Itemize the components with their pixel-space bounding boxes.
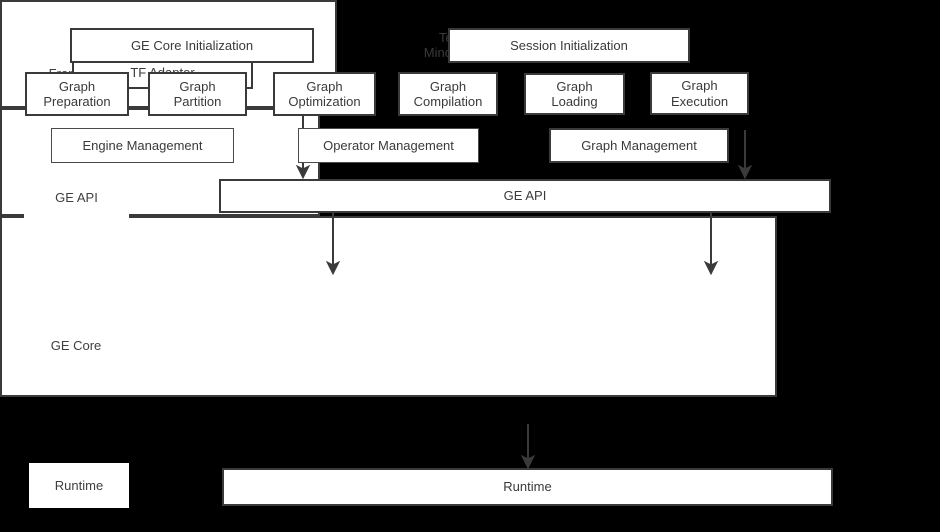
session-initialization-node[interactable]: Session Initialization: [448, 28, 690, 63]
ge-api-bar[interactable]: GE API: [219, 179, 831, 213]
operator-management-node[interactable]: Operator Management: [298, 128, 479, 163]
runtime-bar[interactable]: Runtime: [222, 468, 833, 506]
engine-management-node[interactable]: Engine Management: [51, 128, 234, 163]
layer-label-ge-api: GE API: [24, 175, 129, 220]
layer-label-runtime: Runtime: [29, 463, 129, 508]
graph-loading-node[interactable]: Graph Loading: [524, 73, 625, 115]
ge-core-initialization-node[interactable]: GE Core Initialization: [70, 28, 314, 63]
graph-preparation-node[interactable]: Graph Preparation: [25, 72, 129, 116]
graph-compilation-node[interactable]: Graph Compilation: [398, 72, 498, 116]
graph-management-node[interactable]: Graph Management: [549, 128, 729, 163]
graph-execution-node[interactable]: Graph Execution: [650, 72, 749, 115]
ge-core-container: GE Core Initialization Session Initializ…: [0, 28, 777, 397]
graph-optimization-node[interactable]: Graph Optimization: [273, 72, 376, 116]
graph-partition-node[interactable]: Graph Partition: [148, 72, 247, 116]
layer-label-ge-core: GE Core: [24, 323, 128, 369]
